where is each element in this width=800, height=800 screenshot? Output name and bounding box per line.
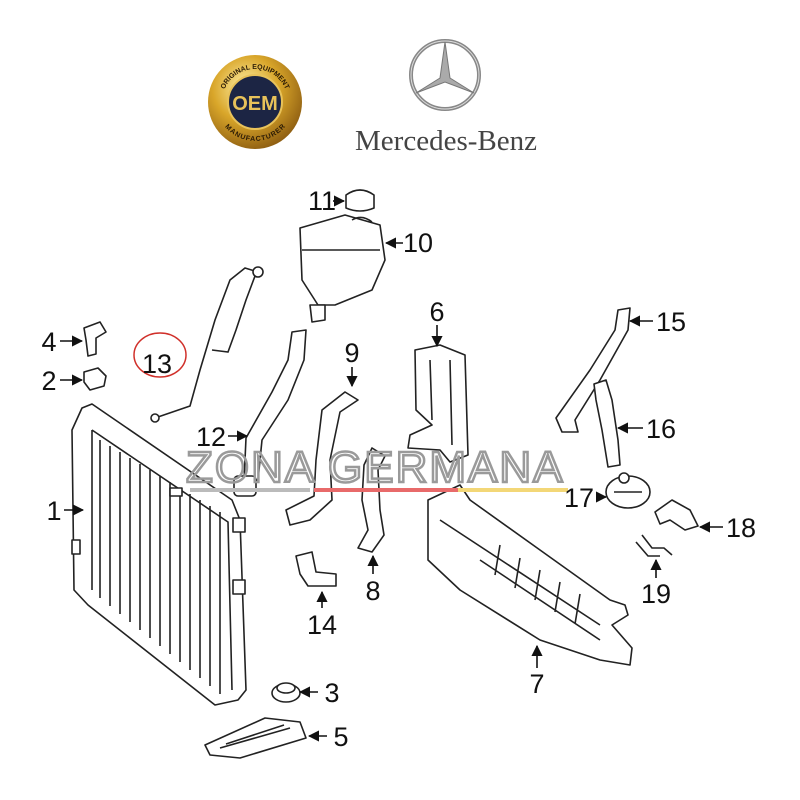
callout-17: 17: [564, 483, 594, 513]
clip-part: [83, 321, 107, 357]
callout-12: 12: [196, 422, 226, 452]
callout-4: 4: [41, 327, 56, 357]
callout-11: 11: [308, 186, 336, 216]
callout-arrows: [60, 195, 723, 742]
lower-bracket-part: [204, 717, 307, 759]
oem-badge-logo: OEM ORIGINAL EQUIPMENT MANUFACTURER: [208, 55, 302, 149]
oem-badge-text: OEM: [232, 93, 278, 115]
callout-7: 7: [529, 669, 544, 699]
callout-6: 6: [429, 297, 444, 327]
mercedes-star-logo: [409, 39, 481, 111]
callout-18: 18: [726, 513, 756, 543]
brand-name: Mercedes-Benz: [355, 125, 537, 157]
watermark: ZONA GERMANA: [186, 443, 565, 492]
mount-part: [83, 367, 107, 391]
callout-1: 1: [46, 496, 61, 526]
clamp-19-part: [635, 534, 673, 557]
radiator-part: [71, 403, 247, 706]
connector-hose-part: [295, 551, 337, 587]
callout-16: 16: [646, 414, 676, 444]
grommet-part: [271, 682, 301, 703]
auxiliary-pump-part: [605, 472, 651, 509]
bracket-18-part: [654, 499, 699, 531]
lower-air-duct-part: [427, 484, 633, 666]
side-air-duct-part: [407, 344, 469, 463]
expansion-tank-part: [299, 214, 386, 323]
callout-8: 8: [365, 576, 380, 606]
callout-9: 9: [344, 338, 359, 368]
callout-14: 14: [307, 610, 337, 640]
hose-9-part: [285, 391, 359, 526]
callout-15: 15: [656, 307, 686, 337]
callout-3: 3: [324, 678, 339, 708]
callout-13: 13: [142, 349, 172, 379]
callout-2: 2: [41, 366, 56, 396]
vent-hose-part: [150, 266, 264, 423]
hose-16-part: [593, 379, 621, 468]
callout-5: 5: [333, 722, 348, 752]
tank-cap-part: [345, 189, 375, 212]
callout-10: 10: [403, 228, 433, 258]
callout-19: 19: [641, 579, 671, 609]
pipe-15-part: [555, 307, 631, 433]
highlight-circle: [133, 332, 187, 378]
